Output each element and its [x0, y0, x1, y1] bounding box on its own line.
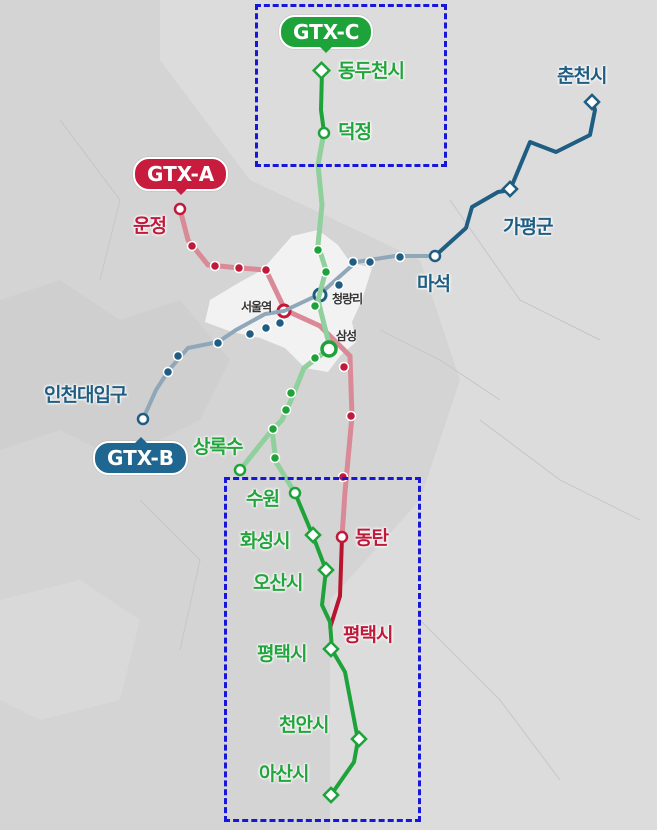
- station-label-incheon-univ: 인천대입구: [44, 384, 127, 406]
- station-label-pyeongtaek-c: 평택시: [257, 643, 307, 665]
- station-label-pyeongtaek-a: 평택시: [343, 624, 393, 646]
- north-extension-highlight-box: [255, 4, 447, 167]
- station-label-deokjeong: 덕정: [338, 121, 372, 143]
- station-label-samseong: 삼성: [336, 329, 357, 343]
- gtx-a-badge: GTX-A: [133, 157, 229, 195]
- station-label-asan: 아산시: [259, 763, 309, 785]
- station-label-dongtan: 동탄: [355, 527, 389, 549]
- gtx-c-line: [233, 60, 368, 804]
- station-label-unjeong: 운정: [133, 215, 167, 237]
- station-label-gapyeong: 가평군: [503, 216, 553, 238]
- station-label-chuncheon: 춘천시: [557, 65, 607, 87]
- station-label-cheonan: 천안시: [279, 714, 329, 736]
- station-label-seoul-station: 서울역: [241, 300, 272, 314]
- station-label-dongducheon: 동두천시: [338, 60, 405, 82]
- gtx-c-badge: GTX-C: [279, 15, 374, 53]
- station-label-maseok: 마석: [417, 273, 451, 295]
- station-label-hwaseong: 화성시: [240, 530, 290, 552]
- gtx-b-badge: GTX-B: [93, 437, 189, 475]
- station-label-sangroksu: 상록수: [193, 436, 243, 458]
- station-label-osan: 오산시: [253, 572, 303, 594]
- station-label-suwon: 수원: [246, 488, 280, 510]
- station-label-cheongnyangni: 청량리: [332, 292, 363, 306]
- south-extension-highlight-box: [224, 477, 421, 822]
